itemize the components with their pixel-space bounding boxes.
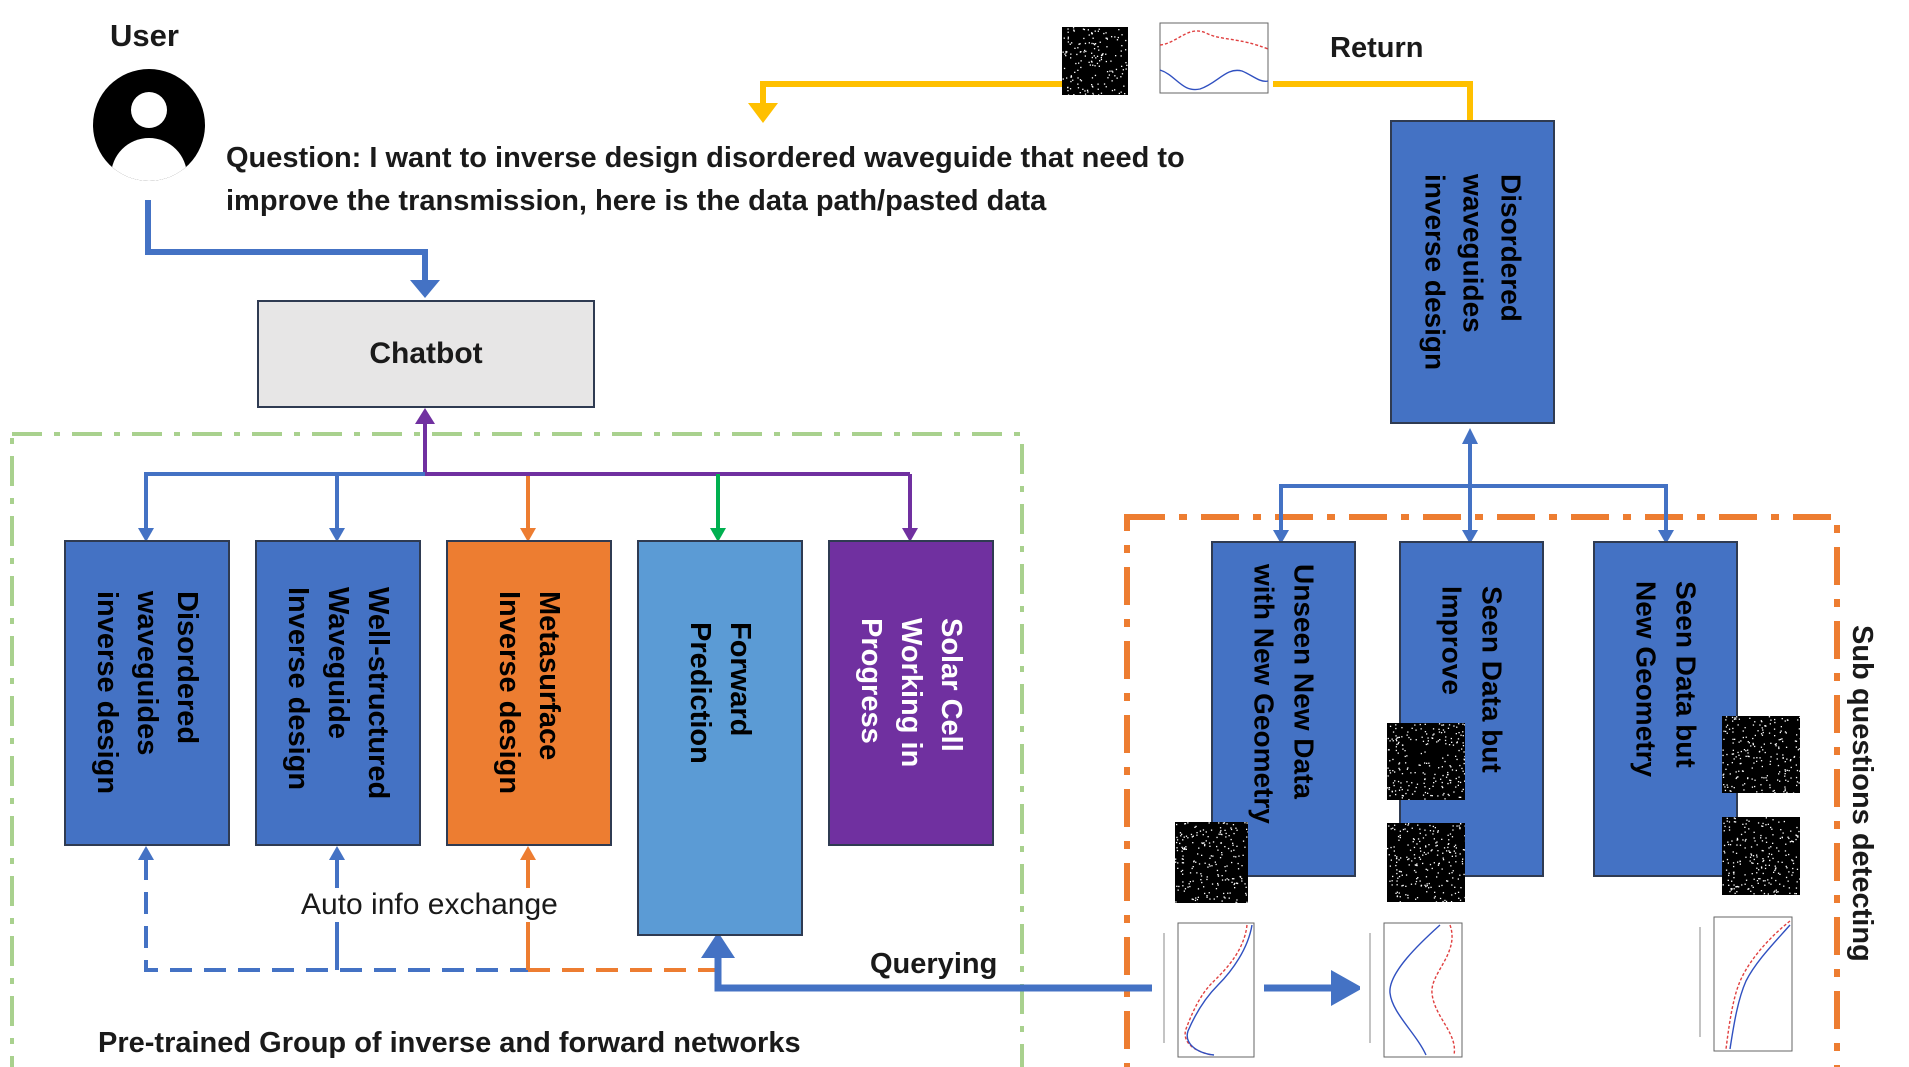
- network-line: Forward: [724, 622, 756, 737]
- subquestion-line: Unseen New Data: [1288, 564, 1320, 800]
- chatbot-up-arrowhead: [415, 408, 435, 424]
- return-label: Return: [1330, 32, 1424, 64]
- question-line-1: Question: I want to inverse design disor…: [226, 142, 1185, 174]
- querying-label: Querying: [870, 948, 998, 980]
- returned-structure-image: [1062, 27, 1128, 96]
- user-label: User: [110, 18, 179, 53]
- result-line-1: Disordered: [1495, 173, 1527, 322]
- network-solar-cell: Solar Cell Working in Progress: [828, 540, 994, 846]
- network-line: inverse design: [91, 591, 123, 795]
- user-question: Question: I want to inverse design disor…: [226, 137, 1185, 223]
- subquestion-seen-data-new-geometry: Seen Data but New Geometry: [1593, 541, 1738, 877]
- chatbot-box: Chatbot: [257, 300, 595, 408]
- network-line: Inverse design: [493, 591, 525, 795]
- auto-exchange-line: [144, 858, 528, 972]
- structure-image-unseen: [1175, 822, 1249, 905]
- network-line: Working in: [895, 618, 927, 768]
- subquestion-text: Seen Data but Improve: [1432, 586, 1512, 773]
- network-metasurface: Metasurface Inverse design: [446, 540, 612, 846]
- user-to-chatbot-arrow: [145, 200, 428, 282]
- network-line: Solar Cell: [935, 618, 967, 753]
- querying-arrow: [714, 955, 1335, 992]
- structure-image-improve-a: [1387, 723, 1466, 801]
- subquestion-line: New Geometry: [1630, 580, 1662, 778]
- auto-info-label: Auto info exchange: [297, 888, 562, 922]
- subquestion-line: Seen Data but: [1670, 580, 1702, 768]
- network-text: Solar Cell Working in Progress: [851, 618, 971, 767]
- network-text: Disordered waveguides inverse design: [87, 591, 207, 794]
- network-forward-prediction: Forward Prediction: [637, 540, 803, 936]
- subquestion-line: Improve: [1436, 585, 1468, 695]
- structure-image-geometry-a: [1722, 716, 1802, 795]
- network-text: Forward Prediction: [680, 622, 760, 764]
- user-avatar-icon: [93, 69, 205, 181]
- network-line: Prediction: [684, 622, 716, 764]
- result-line-3: inverse design: [1419, 173, 1451, 371]
- question-line-2: improve the transmission, here is the da…: [226, 185, 1047, 217]
- network-text: Well-structured Waveguide Inverse design: [278, 587, 398, 799]
- subquestion-text: Unseen New Data with New Geometry: [1244, 564, 1324, 824]
- result-line-2: waveguides: [1457, 173, 1489, 333]
- network-line: Progress: [855, 618, 887, 745]
- structure-image-geometry-b: [1722, 817, 1801, 897]
- network-disordered-waveguides: Disordered waveguides inverse design: [64, 540, 230, 846]
- structure-image-improve-b: [1387, 823, 1467, 903]
- subquestions-frame: [1124, 514, 1840, 1067]
- network-line: Inverse design: [282, 586, 314, 790]
- subquestion-line: with New Geometry: [1248, 564, 1280, 824]
- pretrained-group-frame: [10, 432, 1024, 1067]
- chatbot-label: Chatbot: [369, 337, 483, 370]
- network-line: waveguides: [131, 591, 163, 756]
- returned-spectrum-chart: [1148, 15, 1273, 107]
- spectrum-chart-geometry: [1690, 907, 1802, 1059]
- subquestions-label: Sub questions detecting: [1846, 625, 1878, 962]
- network-line: Waveguide: [322, 586, 354, 739]
- subquestion-line: Seen Data but: [1476, 585, 1508, 773]
- spectrum-chart-unseen: [1152, 913, 1264, 1065]
- result-network-box: Disordered waveguides inverse design: [1390, 120, 1555, 424]
- network-line: Well-structured: [362, 586, 394, 800]
- subquestion-seen-data-improve: Seen Data but Improve: [1399, 541, 1544, 877]
- return-arrow: [1273, 81, 1473, 120]
- subquestion-unseen-new-data: Unseen New Data with New Geometry: [1211, 541, 1356, 877]
- network-line: Metasurface: [533, 591, 565, 761]
- spectrum-chart-improve: [1360, 913, 1472, 1065]
- group-label: Pre-trained Group of inverse and forward…: [98, 1027, 801, 1059]
- subquestion-text: Seen Data but New Geometry: [1626, 581, 1706, 777]
- result-network-text: Disordered waveguides inverse design: [1416, 174, 1530, 370]
- network-line: Disordered: [171, 591, 203, 745]
- network-text: Metasurface Inverse design: [489, 591, 569, 794]
- network-well-structured-waveguide: Well-structured Waveguide Inverse design: [255, 540, 421, 846]
